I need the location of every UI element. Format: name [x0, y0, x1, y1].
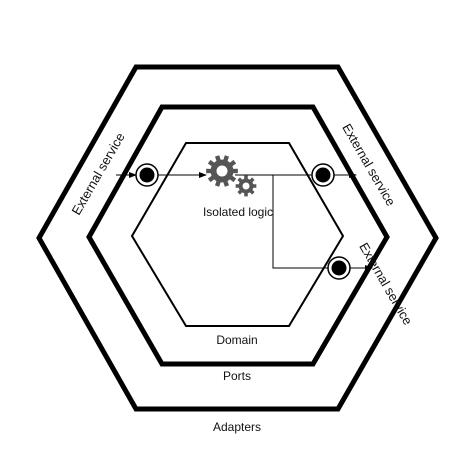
external-service-right-label: External service: [356, 240, 415, 328]
port-node-icon-right: [327, 256, 351, 280]
gear-hole: [242, 182, 250, 190]
adapters-label: Adapters: [213, 420, 261, 434]
gear-hole: [216, 165, 228, 177]
domain-hexagon: [130, 142, 345, 327]
gear-icon: [235, 175, 257, 197]
domain-label: Domain: [216, 333, 257, 347]
port-node-icon-left: [135, 163, 159, 187]
ports-label: Ports: [223, 369, 251, 383]
ports-hexagon: [86, 104, 390, 367]
logic-to-port-right: [272, 175, 328, 269]
adapters-hexagon: [36, 64, 439, 412]
gear-icon: [206, 155, 238, 187]
isolated-logic-label: Isolated logic: [203, 205, 273, 219]
port-node-icon-top-right: [311, 163, 335, 187]
